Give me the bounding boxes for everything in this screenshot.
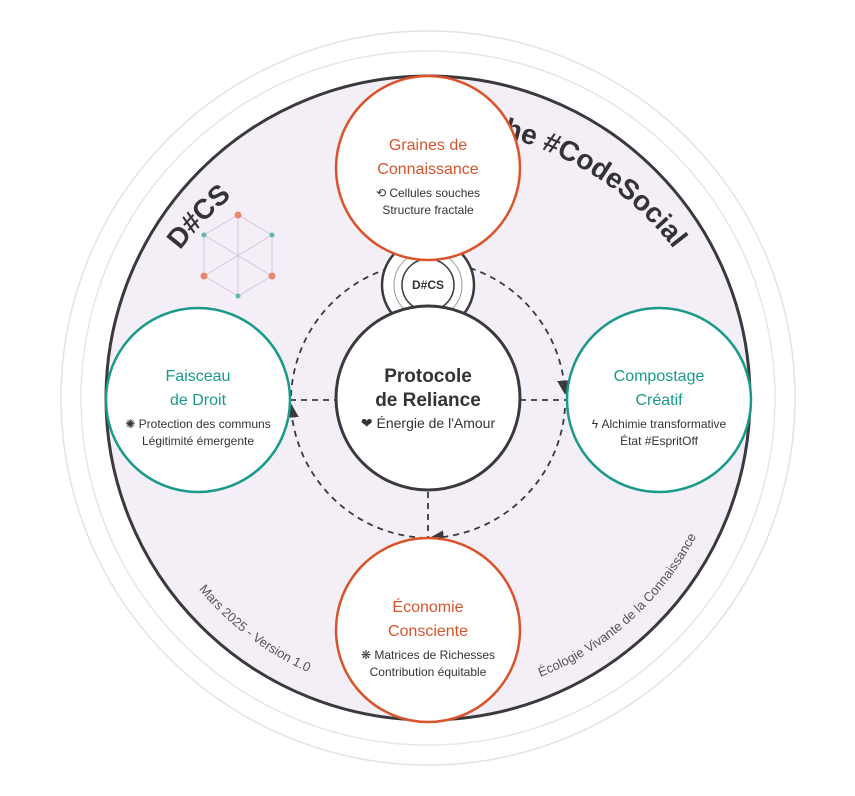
cycle-arrow-bottom-left xyxy=(284,403,427,539)
node-right-line2: État #EspritOff xyxy=(620,433,698,448)
hexagon-network-icon xyxy=(200,211,276,299)
outer-ring-1 xyxy=(60,30,796,766)
node-top-line1: ⟲ Cellules souches xyxy=(376,186,480,200)
node-left: Faisceau de Droit ✺ Protection des commu… xyxy=(104,306,292,494)
node-bottom-line2: Contribution équitable xyxy=(370,665,487,679)
node-left-line1: ✺ Protection des communs xyxy=(125,417,270,431)
node-bottom-title-line2: Consciente xyxy=(388,623,468,640)
center-title-line2: de Reliance xyxy=(375,390,481,411)
cycle-arrow-bottom-right xyxy=(429,407,566,545)
node-left-title-line1: Faisceau xyxy=(166,368,231,385)
node-bottom: Économie Consciente ❋ Matrices de Riches… xyxy=(334,536,522,724)
center-title-line1: Protocole xyxy=(384,366,472,387)
node-right: Compostage Créatif ϟ Alchimie transforma… xyxy=(565,306,753,494)
cycle-arrow-top-right xyxy=(469,267,572,395)
node-top-title-line1: Graines de xyxy=(389,137,467,154)
node-bottom-line1: ❋ Matrices de Richesses xyxy=(361,648,495,662)
node-bottom-title-line1: Économie xyxy=(392,597,463,616)
node-right-title-line1: Compostage xyxy=(614,368,705,385)
node-right-line1: ϟ Alchimie transformative xyxy=(592,417,727,431)
node-left-title-line2: de Droit xyxy=(170,392,227,409)
node-right-title-line2: Créatif xyxy=(635,392,683,409)
node-top-title-line2: Connaissance xyxy=(377,161,479,178)
center-subtitle: ❤ Énergie de l'Amour xyxy=(361,415,496,431)
outer-ring-2 xyxy=(80,50,776,746)
center-node: Protocole de Reliance ❤ Énergie de l'Amo… xyxy=(334,304,522,492)
node-top: Graines de Connaissance ⟲ Cellules souch… xyxy=(334,74,522,262)
node-top-line2: Structure fractale xyxy=(382,203,474,217)
hub-label: D#CS xyxy=(412,278,444,292)
node-left-line2: Légitimité émergente xyxy=(142,434,254,448)
